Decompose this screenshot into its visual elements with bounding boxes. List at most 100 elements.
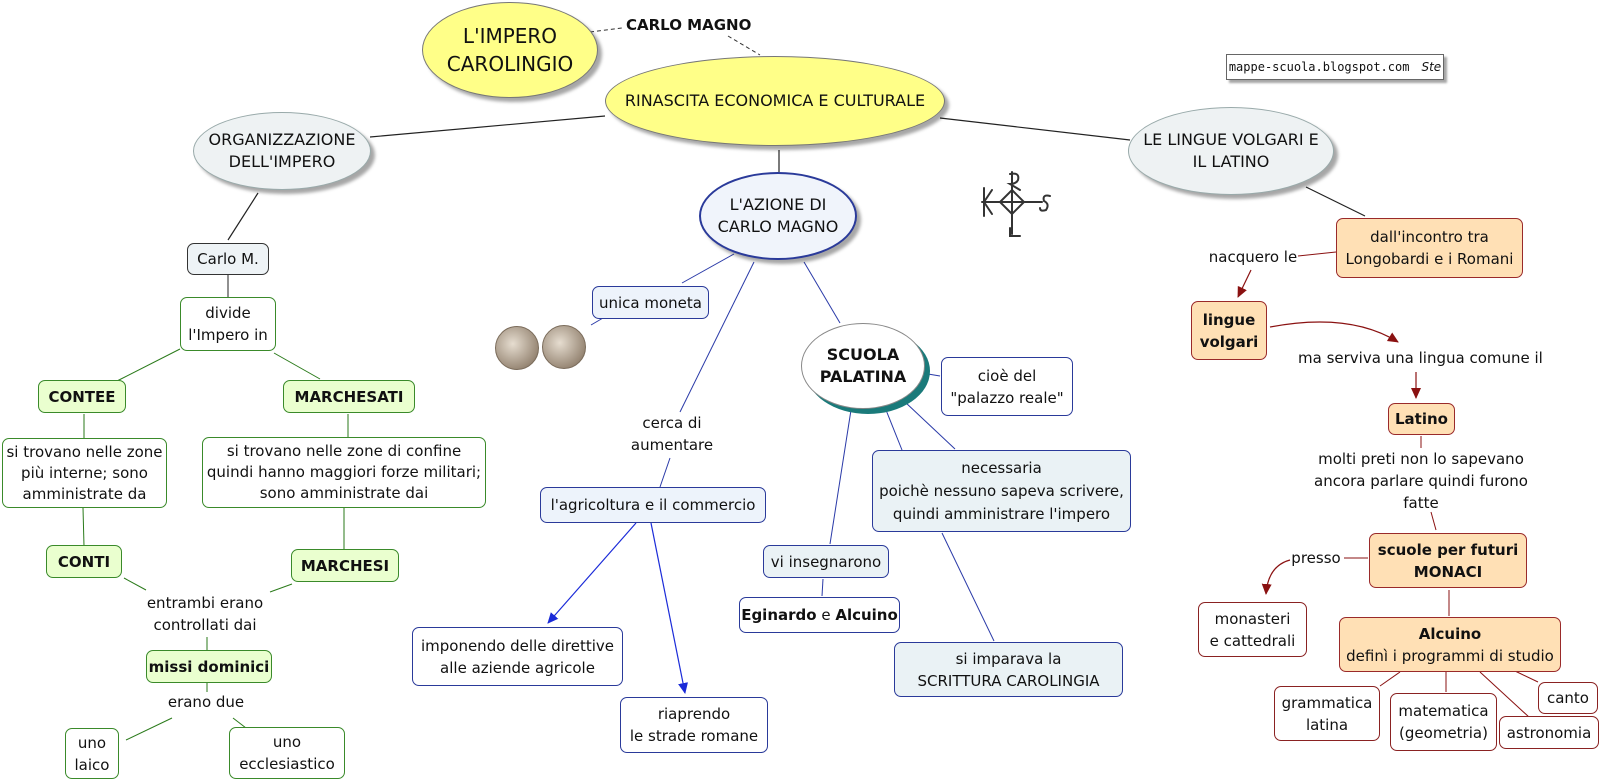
link-alcuino-astronomia [1479,671,1531,719]
contee-desc-node: si trovano nelle zone più interne; sono … [2,438,167,508]
cerca-line2: aumentare [630,436,714,454]
preti-line3: fatte [1403,494,1439,512]
riaprendo-line1: riaprendo [657,705,731,723]
imponendo-node: imponendo delle direttive alle aziende a… [412,627,623,686]
title-line2: CAROLINGIO [446,52,574,76]
canto-node: canto [1538,682,1598,714]
contee-desc-line3: amministrate da [22,484,147,503]
matematica-node: matematica (geometria) [1390,693,1497,751]
grammatica-node: grammatica latina [1274,686,1380,741]
divide-node: divide l'Impero in [180,297,276,351]
coin-image-2 [542,325,586,369]
latino-node: Latino [1388,403,1455,435]
marchesi-label: MARCHESI [300,556,390,575]
cerca-line1: cerca di [642,414,702,432]
link-insegnarono-eginardo [821,578,824,597]
scuole-line2: MONACI [1413,562,1483,581]
subtitle-label: CARLO MAGNO [626,16,752,34]
watermark: mappe-scuola.blogspot.com Ste [1226,54,1444,80]
marchesati-desc-node: si trovano nelle zone di confine quindi … [202,437,486,508]
link-azione-moneta [681,253,735,284]
volgari-line1: lingue [1202,310,1256,329]
marchesati-desc-line3: sono amministrate dai [259,484,429,502]
link-alcuino-canto [1514,670,1539,683]
eginardo-name: Eginardo [741,606,817,624]
agricoltura-node: l'agricoltura e il commercio [540,487,766,523]
nacquero-label: nacquero le [1208,248,1298,266]
link-scuola-palazzo [927,373,941,377]
carlo-label: Carlo M. [197,250,259,268]
link-incontro-nacquero [1297,251,1337,257]
riaprendo-node: riaprendo le strade romane [620,697,768,753]
grammatica-line2: latina [1305,715,1349,734]
ecclesiastico-line1: uno [272,733,302,751]
link-marchesi-controllati [269,583,293,593]
eginardo-node: Eginardo e Alcuino [739,597,900,633]
title-line1: L'IMPERO [462,24,558,48]
organizzazione-line2: DELL'IMPERO [228,152,336,171]
link-volgari-serviva [1269,321,1399,343]
contee-desc-line1: si trovano nelle zone [6,442,163,461]
link-divide-contee [116,348,181,382]
matematica-line1: matematica [1398,702,1489,720]
necessaria-line2: poichè nessuno sapeva scrivere, [879,481,1124,500]
agricoltura-label: l'agricoltura e il commercio [550,496,756,514]
central-label: RINASCITA ECONOMICA E CULTURALE [624,91,926,110]
controllati-line1: entrambi erano [146,594,264,612]
controllati-line2: controllati dai [153,616,257,634]
scrittura-line2: SCRITTURA CAROLINGIA [917,671,1100,690]
palazzo-line1: cioè del [977,366,1037,385]
moneta-label: unica moneta [599,293,702,312]
scuola-line1: SCUOLA [826,345,900,364]
incontro-node: dall'incontro tra Longobardi e i Romani [1336,218,1523,278]
preti-line1: molti preti non lo sapevano [1318,450,1524,468]
palazzo-node: cioè del "palazzo reale" [941,357,1073,416]
alcuino-name: Alcuino [835,606,898,624]
cerca-label: cerca di aumentare [626,412,718,456]
serviva-label: ma serviva una lingua comune il [1298,349,1543,367]
imponendo-line1: imponendo delle direttive [420,636,615,655]
canto-label: canto [1546,689,1589,707]
missi-node: missi dominici [146,650,272,683]
eginardo-conj: e [816,606,836,624]
moneta-node: unica moneta [592,286,709,319]
link-central-organizzazione [369,115,606,138]
contee-node: CONTEE [38,380,126,413]
scrittura-node: si imparava la SCRITTURA CAROLINGIA [894,642,1123,697]
watermark-signature: Ste [1421,60,1442,74]
watermark-site: mappe-scuola.blogspot.com [1228,60,1410,74]
missi-label: missi dominici [148,657,270,676]
link-scuola-insegnarono [829,409,852,545]
marchesi-node: MARCHESI [291,549,399,582]
presso-label: presso [1291,549,1341,567]
link-cerca-agricoltura [659,457,671,488]
astronomia-label: astronomia [1506,723,1592,742]
scuole-node: scuole per futuri MONACI [1369,533,1527,588]
alcuino-line2: definì i programmi di studio [1346,646,1554,665]
volgari-node: lingue volgari [1191,301,1267,360]
link-conti-controllati [123,577,147,591]
lingue-line1: LE LINGUE VOLGARI E [1143,130,1319,149]
link-divide-marchesati [273,352,321,380]
link-desc-conti [82,507,85,547]
link-scuola-necessaria [885,409,903,451]
link-erano-ecclesiastico [232,717,247,729]
organizzazione-node: ORGANIZZAZIONE DELL'IMPERO [193,112,371,190]
marchesati-desc-line1: si trovano nelle zone di confine [226,442,462,460]
laico-line2: laico [74,755,110,774]
scuole-line1: scuole per futuri [1377,540,1519,559]
conti-node: CONTI [46,545,122,578]
link-azione-scuola [803,261,841,324]
link-necessaria-scrittura [941,532,995,642]
incontro-line1: dall'incontro tra [1370,228,1489,246]
necessaria-line1: necessaria [961,458,1042,477]
scuola-node: SCUOLA PALATINA [801,323,925,409]
central-node: RINASCITA ECONOMICA E CULTURALE [605,56,945,146]
monasteri-node: monasteri e cattedrali [1198,602,1307,657]
karolus-monogram-image [970,164,1056,240]
azione-node: L'AZIONE DI CARLO MAGNO [699,172,857,260]
link-moneta-coins [590,317,604,326]
monasteri-line2: e cattedrali [1209,631,1296,650]
grammatica-line1: grammatica [1281,693,1373,712]
scuola-line2: PALATINA [819,367,907,386]
